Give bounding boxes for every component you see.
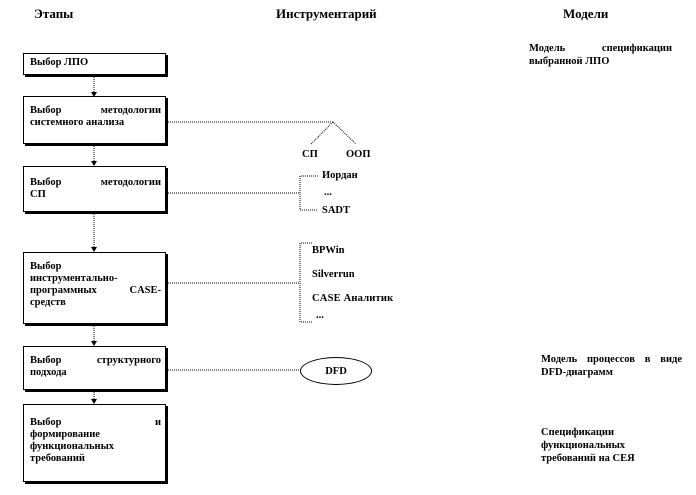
arrowhead	[91, 399, 97, 404]
model-dfd-processes: Модель процессов в виде DFD-диаграмм	[541, 354, 682, 378]
tool-sp: СП	[302, 149, 318, 160]
stage-label: функциональных	[30, 441, 115, 452]
tool-case-analyst: CASE Аналитик	[312, 293, 394, 304]
model-lpo-spec: Модель спецификации выбранной ЛПО	[529, 43, 672, 67]
tool-bpwin: BPWin	[312, 245, 345, 256]
tool-sadt: SADT	[322, 205, 351, 216]
tool-ellipsis: ...	[316, 310, 324, 321]
stage-label: Выбор и	[30, 417, 161, 428]
arrowhead	[91, 341, 97, 346]
arrowhead	[91, 247, 97, 252]
stage-label: Выбор методологии	[30, 105, 161, 116]
stage-box-case-tools: Выбор инструментально- программных CASE-…	[23, 252, 166, 324]
stage-label: программных CASE-	[30, 285, 161, 296]
model-functional-requirements: Спецификации функциональных требований н…	[541, 427, 635, 464]
header-tools: Инструментарий	[276, 6, 377, 21]
stage-label: системного анализа	[30, 117, 125, 128]
arrowhead	[91, 92, 97, 97]
header-stages: Этапы	[34, 6, 74, 21]
tool-silverrun: Silverrun	[312, 269, 355, 280]
bracket-case-tools	[299, 242, 312, 323]
stage-label: Выбор методологии	[30, 177, 161, 188]
arrowhead	[91, 161, 97, 166]
tool-oop: ООП	[346, 149, 371, 160]
stage-label: формирование	[30, 429, 100, 440]
stage-label: средств	[30, 297, 66, 308]
stage-box-sp-methodology: Выбор методологии СП	[23, 166, 166, 212]
link-branch-sp	[310, 121, 334, 145]
tool-dfd-label: DFD	[325, 365, 347, 377]
bracket-methods	[299, 175, 318, 211]
stage-box-requirements: Выбор и формирование функциональных треб…	[23, 404, 166, 482]
stage-box-lpo: Выбор ЛПО	[23, 53, 166, 75]
stage-label: инструментально-	[30, 273, 118, 284]
stage-label: подхода	[30, 367, 67, 378]
stage-label: Выбор	[30, 261, 62, 272]
stage-label: требований	[30, 453, 85, 464]
stage-label: СП	[30, 189, 46, 200]
link-branch-oop	[332, 121, 357, 145]
stage-box-structured-approach: Выбор структурного подхода	[23, 346, 166, 390]
tool-iordan: Иордан	[322, 170, 358, 181]
tool-dfd-ellipse: DFD	[300, 357, 372, 385]
stage-label: Выбор ЛПО	[30, 57, 89, 68]
tool-ellipsis: ...	[324, 187, 332, 198]
stage-box-system-analysis: Выбор методологии системного анализа	[23, 96, 166, 144]
stage-label: Выбор структурного	[30, 355, 161, 366]
header-models: Модели	[563, 6, 609, 21]
